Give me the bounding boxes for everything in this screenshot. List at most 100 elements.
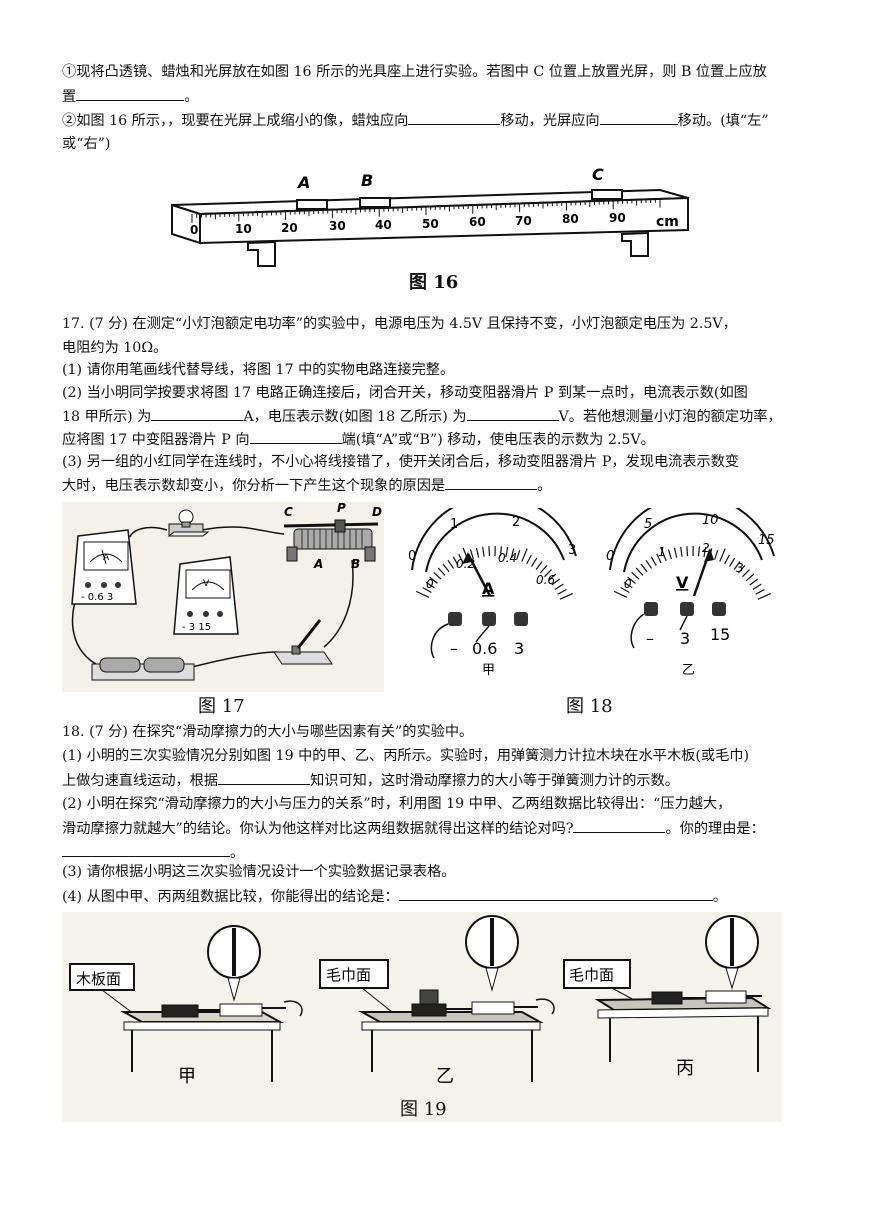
svg-text:15: 15 (710, 625, 730, 644)
figure-18-caption: 图 18 (566, 696, 613, 717)
svg-text:3: 3 (680, 629, 690, 648)
dial-tick (620, 587, 630, 593)
svg-text:3: 3 (514, 639, 524, 658)
position-label-b: B (361, 171, 373, 190)
dial-tick (551, 578, 561, 586)
q18-line-2: (1) 小明的三次实验情况分别如图 19 中的甲、乙、丙所示。实验时，用弹簧测力… (62, 748, 750, 764)
meter-label-yi: 乙 (682, 663, 695, 678)
surface-label: 毛巾面 (569, 966, 614, 984)
q18-line-4: (2) 小明在探究“滑动摩擦力的大小与压力的关系”时，利用图 19 中甲、乙两组… (62, 796, 732, 812)
answer-blank[interactable] (62, 842, 230, 857)
figure-16-optical-bench: 0 10 20 30 40 50 60 70 80 90 cm A B C (171, 165, 689, 267)
voltmeter-terminals: - 3 15 (182, 622, 211, 633)
q18-line-6: 。 (62, 842, 244, 863)
dial-a-terminals (430, 612, 528, 659)
dial-a-unit: A (482, 579, 495, 598)
dial-tick (475, 547, 480, 558)
dial-tick (433, 571, 442, 580)
answer-blank[interactable] (151, 406, 244, 421)
ruler-numbers: 0 10 20 30 40 50 60 70 80 90 cm (190, 211, 679, 237)
dial-tick (627, 576, 636, 584)
holder-c (591, 189, 623, 200)
dial-tick (442, 563, 450, 573)
light-bulb (167, 509, 210, 537)
dial-tick (557, 589, 567, 595)
dial-a-lower: 0 (426, 577, 434, 591)
dial-tick (714, 549, 719, 560)
experiment-jia: 木板面 甲 (69, 925, 303, 1087)
answer-blank[interactable] (466, 406, 559, 421)
ruler-number: 40 (375, 218, 392, 232)
svg-text:–: – (450, 639, 458, 658)
answer-blank[interactable] (249, 429, 342, 444)
dial-tick (526, 554, 532, 565)
ruler-number: 70 (515, 214, 532, 228)
q17-line-6: 应将图 17 中变阻器滑片 P 向端(填“A”或“B”) 移动，使电压表的示数为… (62, 429, 655, 450)
dial-tick (749, 578, 759, 586)
dial-tick (559, 593, 574, 600)
dial-v-upper: 10 (702, 513, 719, 528)
dial-tick (729, 557, 736, 567)
dial-tick (724, 554, 730, 565)
rheostat-label-c: C (284, 505, 293, 519)
q17-line-4: (2) 当小明同学按要求将图 17 电路正确连接后，闭合开关，移动变阻器滑片 P… (62, 385, 748, 401)
dial-tick (425, 581, 435, 589)
q17-line-8: 大时，电压表示数却变小，你分析一下产生这个现象的原因是。 (62, 475, 551, 496)
ruler-unit: cm (656, 214, 679, 230)
q17-line-2: 电阻约为 10Ω。 (62, 340, 168, 356)
dial-tick (539, 564, 548, 574)
answer-blank[interactable] (573, 818, 666, 833)
figure-19-friction: 木板面 甲 毛巾面 乙 毛巾面 (62, 912, 782, 1122)
ammeter-dial: 0 1 2 3 0 0.2 0.4 0.6 A – 0.6 3 甲 (408, 508, 577, 678)
answer-blank[interactable] (599, 110, 678, 125)
ammeter-terminals: - 0.6 3 (81, 592, 113, 603)
answer-blank[interactable] (76, 86, 185, 101)
dial-a-upper: 2 (512, 515, 520, 530)
figure-16-caption: 图 16 (409, 272, 459, 293)
dial-tick (505, 547, 509, 558)
rheostat-label-b: B (351, 557, 360, 571)
dial-tick (660, 547, 667, 562)
dial-tick (447, 559, 455, 569)
dial-tick (469, 549, 474, 560)
meter-label-jia: 甲 (482, 663, 495, 678)
ruler-number: 50 (422, 217, 439, 231)
ammeter: A - 0.6 3 (71, 529, 137, 605)
rheostat-label-p: P (337, 502, 346, 515)
dial-v-lower: 3 (736, 561, 744, 575)
ruler-ticks (191, 198, 661, 223)
voltmeter-symbol: V (203, 579, 210, 589)
answer-blank[interactable] (445, 475, 538, 490)
ruler-number: 60 (469, 215, 486, 229)
ruler-number: 80 (562, 212, 579, 226)
voltmeter: V - 3 15 (173, 556, 239, 635)
q17-line-7: (3) 另一组的小红同学在连线时，不小心将线接错了，使开关闭合后，移动变阻器滑片… (62, 454, 740, 470)
switch (273, 619, 333, 665)
dial-tick (535, 561, 543, 570)
rheostat (283, 519, 379, 562)
q16-line-2: 置。 (62, 86, 198, 107)
q16-line-4: 或“右”) (62, 136, 111, 152)
dial-tick (437, 567, 446, 576)
dial-tick (703, 547, 707, 558)
answer-blank[interactable] (218, 770, 311, 785)
ruler-number: 90 (609, 211, 626, 225)
holder-b (359, 197, 391, 208)
dial-tick (645, 559, 653, 569)
dial-a-upper: 1 (450, 517, 458, 532)
svg-text:–: – (646, 629, 654, 648)
sub-label-jia: 甲 (178, 1066, 196, 1087)
dial-tick (429, 576, 438, 584)
svg-text:0.6: 0.6 (472, 639, 497, 658)
position-label-a: A (296, 173, 310, 192)
q18-line-8: (4) 从图中甲、丙两组数据比较，你能得出的结论是：。 (62, 886, 727, 907)
dial-a-lower: 0.4 (498, 551, 517, 565)
q16-line-1: ①现将凸透镜、蜡烛和光屏放在如图 16 所示的光具座上进行实验。若图中 C 位置… (62, 64, 767, 80)
dial-tick (667, 549, 672, 560)
answer-blank[interactable] (398, 886, 713, 901)
answer-blank[interactable] (408, 110, 501, 125)
position-label-c: C (592, 165, 604, 184)
rheostat-label-d: D (372, 505, 382, 519)
dial-tick (516, 549, 521, 560)
